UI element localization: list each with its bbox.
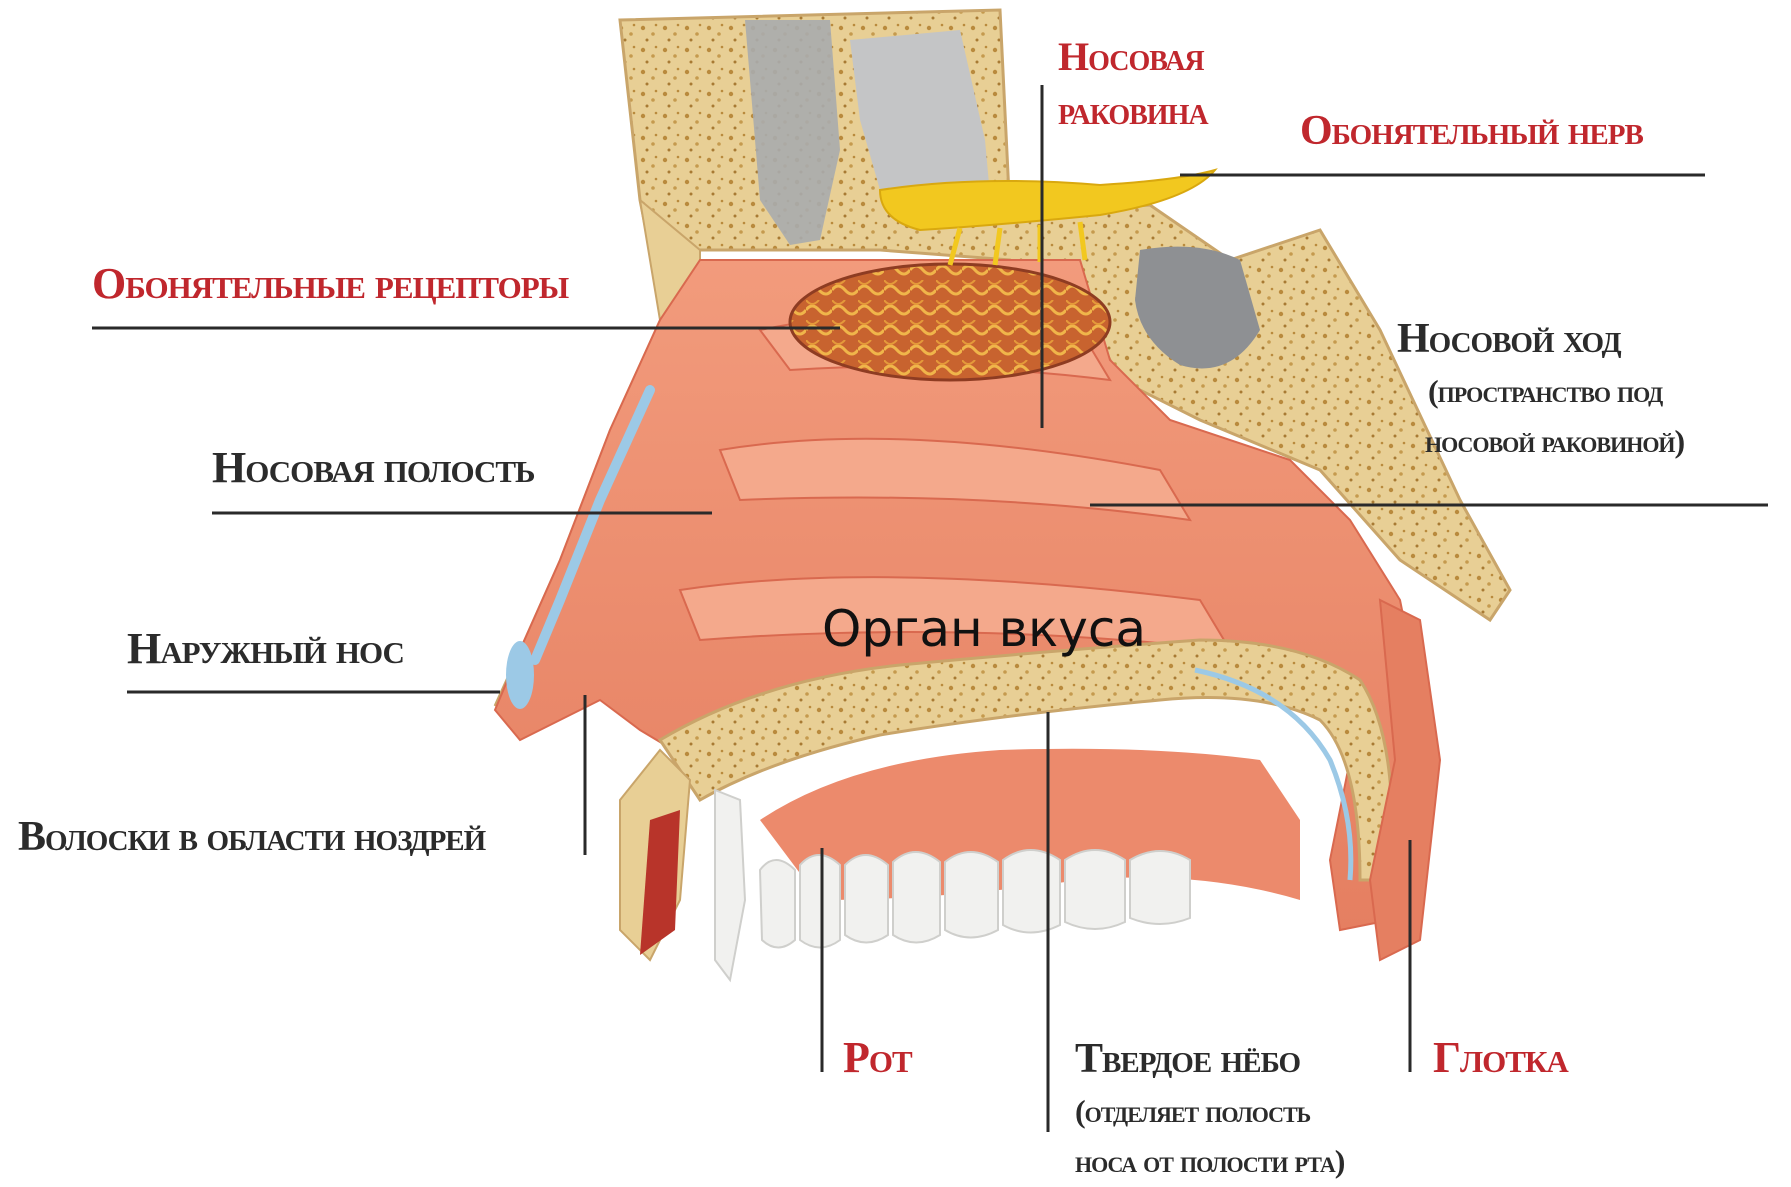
label-nasal-concha-line2: раковина	[1058, 88, 1209, 133]
label-nasal-concha-line1: Носовая	[1058, 34, 1204, 79]
label-hard-palate-note1: (отделяет полость	[1075, 1093, 1311, 1129]
label-taste-organ: Орган вкуса	[822, 600, 1146, 658]
label-pharynx: Глотка	[1433, 1033, 1569, 1082]
label-olfactory-receptors: Обонятельные рецепторы	[92, 259, 569, 308]
label-olfactory-nerve: Обонятельный нерв	[1300, 108, 1643, 154]
front-incisor	[715, 790, 745, 980]
label-mouth: Рот	[843, 1033, 913, 1082]
label-nostril-hairs: Волоски в области ноздрей	[18, 814, 487, 860]
upper-teeth	[760, 850, 1190, 948]
label-nasal-passage: Носовой ход	[1397, 316, 1622, 362]
alar-cartilage	[506, 641, 534, 709]
label-hard-palate-note2: носа от полости рта)	[1075, 1143, 1345, 1179]
label-external-nose: Наружный нос	[127, 624, 404, 673]
olfactory-receptor-patch	[790, 264, 1110, 380]
anatomy-illustration	[495, 10, 1510, 980]
label-nasal-cavity: Носовая полость	[212, 443, 535, 492]
label-hard-palate: Твердое нёбо	[1075, 1036, 1301, 1082]
label-nasal-passage-note1: (пространство под	[1428, 373, 1663, 409]
label-nasal-passage-note2: носовой раковиной)	[1425, 423, 1685, 459]
